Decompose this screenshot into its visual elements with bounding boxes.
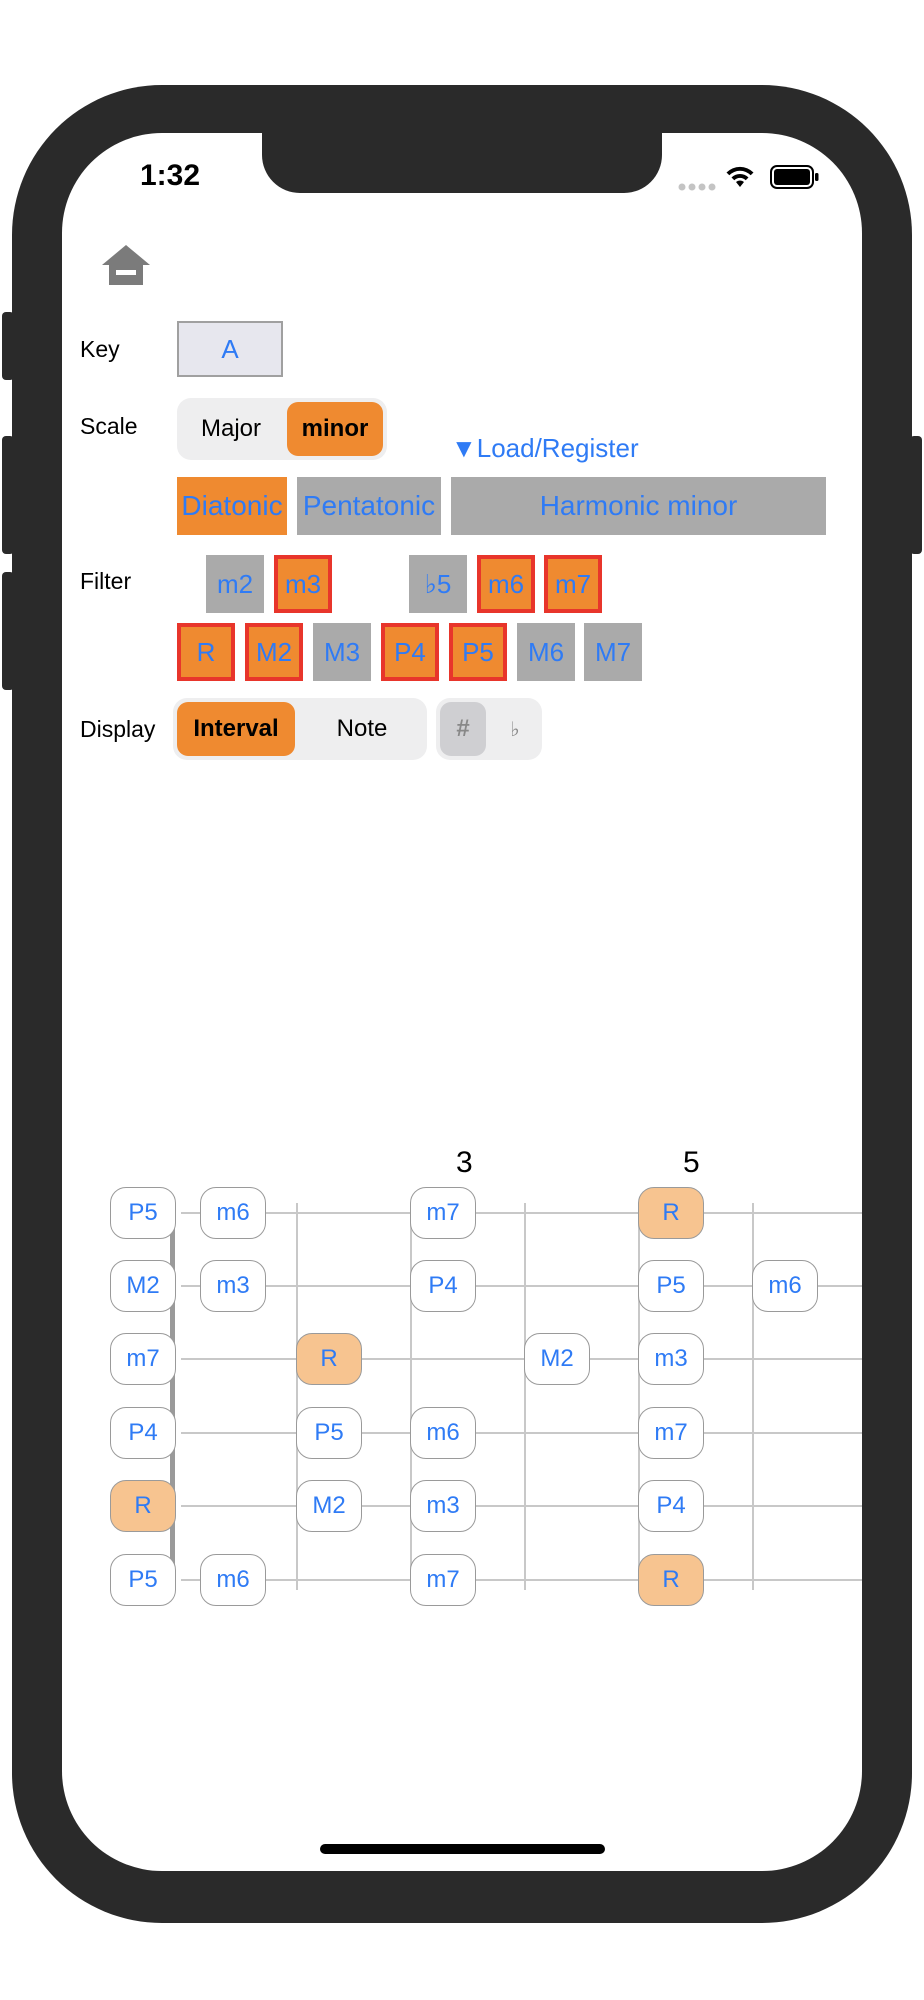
fret-note[interactable]: M2 (524, 1333, 590, 1385)
fret-wire (296, 1203, 298, 1590)
fret-note[interactable]: R (296, 1333, 362, 1385)
cellular-signal-icon (678, 179, 716, 191)
filter-chip-M3[interactable]: M3 (313, 623, 371, 681)
filter-chip-r[interactable]: R (177, 623, 235, 681)
fret-note[interactable]: m6 (200, 1554, 266, 1606)
wifi-icon (724, 163, 756, 189)
fret-note[interactable]: P5 (110, 1554, 176, 1606)
fret-note[interactable]: m6 (752, 1260, 818, 1312)
fret-note[interactable]: m7 (410, 1554, 476, 1606)
string-line (181, 1285, 862, 1287)
fret-note[interactable]: M2 (296, 1480, 362, 1532)
filter-chip-p4[interactable]: P4 (381, 623, 439, 681)
filter-chip-p5[interactable]: P5 (449, 623, 507, 681)
filter-chip-M2[interactable]: M2 (245, 623, 303, 681)
fret-note[interactable]: P5 (638, 1260, 704, 1312)
fret-note[interactable]: m3 (200, 1260, 266, 1312)
scale-major-option[interactable]: Major (200, 415, 261, 442)
status-time: 1:32 (140, 159, 201, 192)
display-segmented-control: Interval Note (173, 698, 427, 760)
fret-note[interactable]: m7 (638, 1407, 704, 1459)
battery-icon (770, 165, 820, 189)
string-line (181, 1432, 862, 1434)
scale-type-harmonic-minor[interactable]: Harmonic minor (451, 477, 826, 535)
home-indicator (320, 1844, 605, 1854)
flat-option[interactable]: ♭ (510, 718, 520, 741)
notch (262, 133, 662, 193)
display-interval-option[interactable]: Interval (177, 702, 295, 756)
filter-chip-m2[interactable]: m2 (206, 555, 264, 613)
power-button (910, 436, 922, 554)
filter-chip-m3[interactable]: m3 (274, 555, 332, 613)
mute-switch (2, 312, 14, 380)
fret-note[interactable]: m6 (200, 1187, 266, 1239)
fret-number-5: 5 (683, 1146, 700, 1179)
key-selector[interactable]: A (177, 321, 283, 377)
scale-label: Scale (80, 413, 138, 439)
filter-chip-m6[interactable]: m6 (477, 555, 535, 613)
load-register-link[interactable]: ▼Load/Register (451, 433, 639, 463)
string-line (181, 1579, 862, 1581)
scale-type-diatonic[interactable]: Diatonic (177, 477, 287, 535)
app-screen: 1:32 Key A Scale Major minor ▼Load/Regis… (62, 133, 862, 1871)
fret-number-3: 3 (456, 1146, 473, 1179)
fret-note[interactable]: P5 (110, 1187, 176, 1239)
filter-chip-m7[interactable]: m7 (544, 555, 602, 613)
accidental-segmented-control: # ♭ (436, 698, 542, 760)
volume-up-button (2, 436, 14, 554)
filter-label: Filter (80, 568, 132, 594)
fret-wire (638, 1203, 640, 1590)
fret-note[interactable]: P4 (110, 1407, 176, 1459)
volume-down-button (2, 572, 14, 690)
display-note-option[interactable]: Note (336, 715, 388, 742)
string-line (181, 1358, 862, 1360)
string-line (181, 1212, 862, 1214)
fret-note[interactable]: R (638, 1187, 704, 1239)
fret-wire (524, 1203, 526, 1590)
string-line (181, 1505, 862, 1507)
fret-note[interactable]: M2 (110, 1260, 176, 1312)
fret-note[interactable]: P5 (296, 1407, 362, 1459)
fret-wire (752, 1203, 754, 1590)
nut (170, 1203, 175, 1590)
fret-note[interactable]: R (110, 1480, 176, 1532)
home-icon[interactable] (100, 239, 152, 291)
key-label: Key (80, 336, 120, 362)
fret-wire (410, 1203, 412, 1590)
scale-type-pentatonic[interactable]: Pentatonic (297, 477, 441, 535)
fret-note[interactable]: P4 (410, 1260, 476, 1312)
scale-segmented-control: Major minor (177, 398, 387, 460)
fret-note[interactable]: m3 (638, 1333, 704, 1385)
filter-chip-M7[interactable]: M7 (584, 623, 642, 681)
fret-note[interactable]: m7 (110, 1333, 176, 1385)
fret-note[interactable]: m3 (410, 1480, 476, 1532)
fret-note[interactable]: P4 (638, 1480, 704, 1532)
scale-minor-option[interactable]: minor (287, 402, 383, 456)
fret-note[interactable]: m7 (410, 1187, 476, 1239)
fret-note[interactable]: m6 (410, 1407, 476, 1459)
sharp-option[interactable]: # (440, 702, 486, 756)
filter-chip-M6[interactable]: M6 (517, 623, 575, 681)
display-label: Display (80, 716, 156, 742)
fret-note[interactable]: R (638, 1554, 704, 1606)
filter-chip-flat5[interactable]: ♭5 (409, 555, 467, 613)
